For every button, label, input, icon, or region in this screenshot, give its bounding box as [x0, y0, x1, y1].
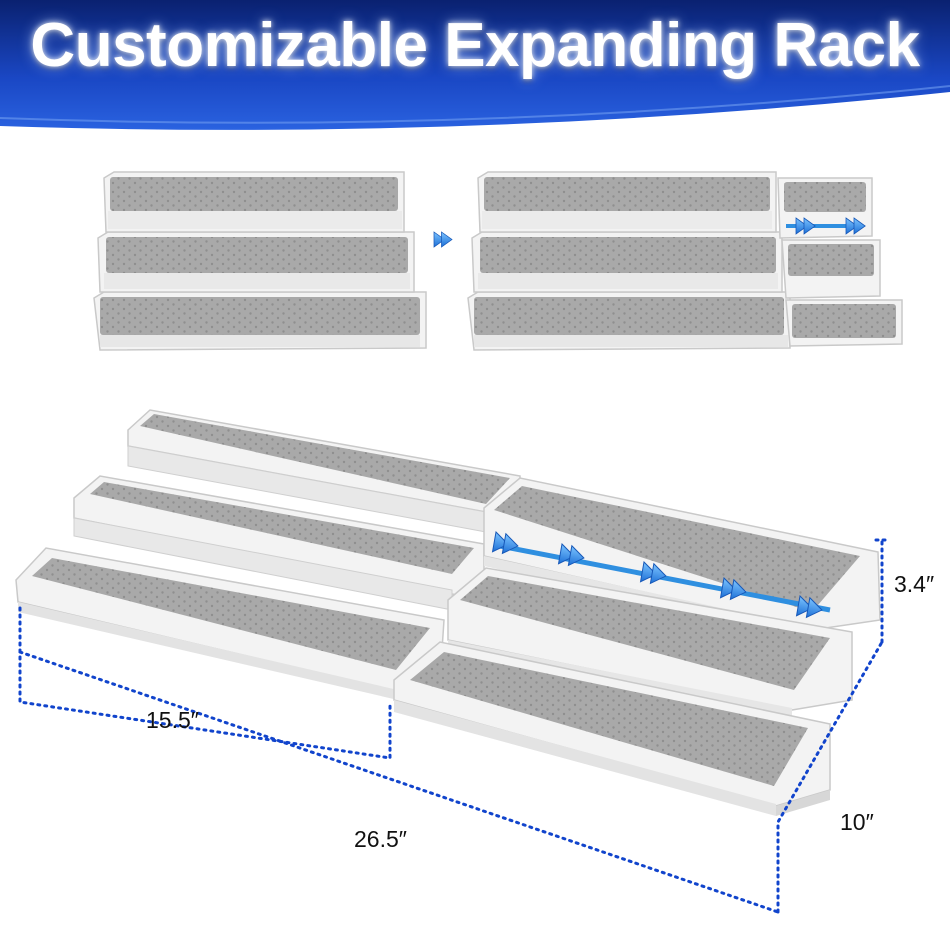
- dimension-line-short-width: [18, 606, 392, 760]
- dimension-depth-label: 10″: [840, 809, 874, 835]
- rack-expanded-small: [467, 171, 903, 351]
- expand-arrow-icon: [433, 231, 453, 248]
- dimension-full-width-label: 26.5″: [354, 826, 407, 852]
- banner-title: Customizable Expanding Rack: [30, 11, 920, 80]
- dimension-short-width-label: 15.5″: [146, 707, 199, 733]
- rack-collapsed: [93, 171, 427, 351]
- header-banner: [0, 0, 950, 130]
- rack-expanded-large: [15, 409, 881, 816]
- dimension-lines: [18, 538, 890, 914]
- dimension-line-depth: [776, 640, 884, 914]
- dimension-line-full-width: [18, 650, 780, 914]
- dimension-height-label: 3.4″: [894, 571, 935, 597]
